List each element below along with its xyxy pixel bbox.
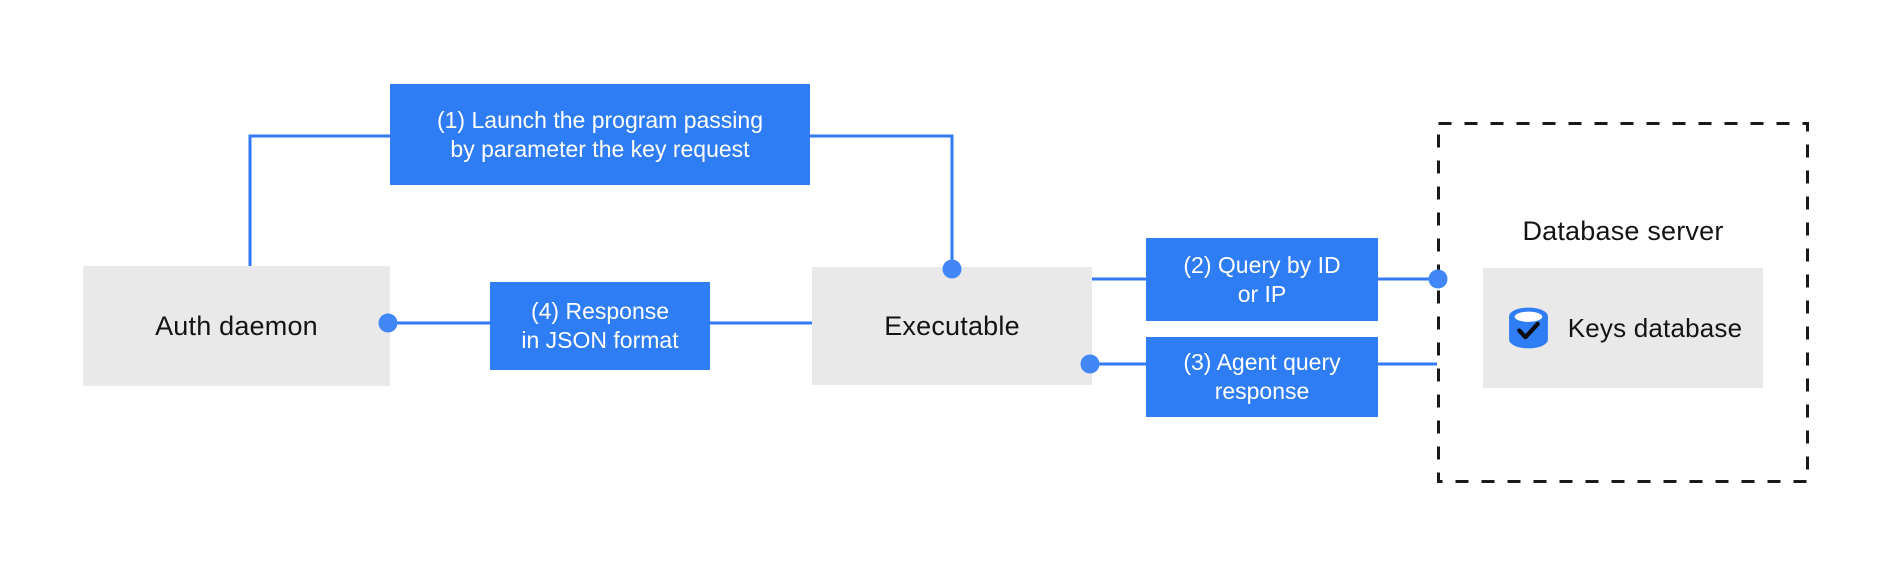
database-server-title: Database server [1522, 216, 1724, 246]
step-1-box: (1) Launch the program passing by parame… [390, 84, 810, 185]
step-1-line2: by parameter the key request [450, 135, 750, 162]
step-4-box: (4) Response in JSON format [490, 282, 710, 370]
auth-daemon-label: Auth daemon [155, 310, 318, 341]
keys-database-node: Keys database [1483, 268, 1763, 388]
connector-2-dot [1428, 269, 1448, 289]
step-2-line1: (2) Query by ID [1183, 251, 1341, 278]
database-check-icon [1508, 307, 1548, 348]
database-server-boundary [1437, 122, 1809, 483]
step-2-line2: or IP [1237, 280, 1287, 307]
step-2-box: (2) Query by ID or IP [1146, 238, 1378, 321]
step-3-line1: (3) Agent query [1183, 349, 1341, 375]
step-3-box: (3) Agent query response [1146, 337, 1378, 417]
step-4-line1: (4) Response [530, 298, 670, 324]
connector-3-dot [1080, 354, 1100, 374]
executable-node: Executable [812, 267, 1092, 385]
executable-label: Executable [884, 310, 1020, 341]
step-3-line2: response [1214, 378, 1310, 404]
connector-1-dot [942, 259, 962, 279]
step-4-line2: in JSON format [521, 327, 679, 353]
step-1-line1: (1) Launch the program passing [436, 106, 764, 133]
keys-database-label: Keys database [1567, 312, 1743, 343]
connector-4-dot [378, 313, 398, 333]
auth-daemon-node: Auth daemon [83, 266, 390, 386]
